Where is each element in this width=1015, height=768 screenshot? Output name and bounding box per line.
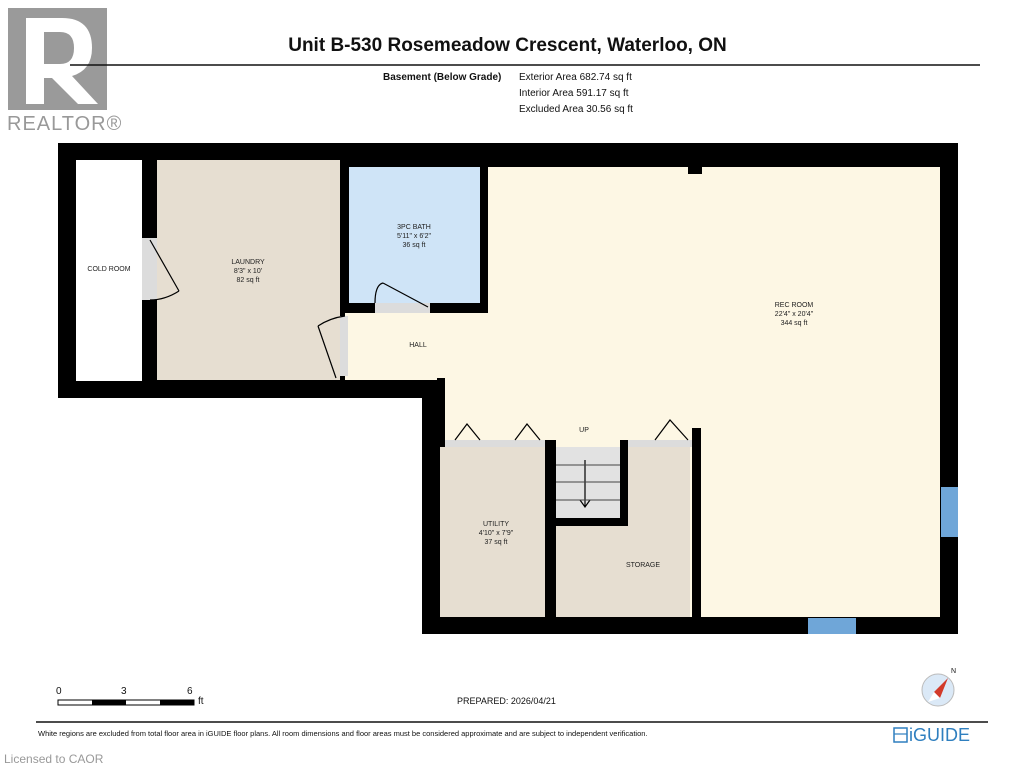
window <box>941 487 958 537</box>
hall-floor <box>345 313 490 380</box>
wall <box>480 160 488 313</box>
room-dims: 22'4" x 20'4" <box>774 311 814 318</box>
scale-bar <box>57 699 195 706</box>
window <box>808 618 856 634</box>
room-dims: 8'3" x 10' <box>233 268 263 275</box>
wall <box>340 303 375 313</box>
license-text: Licensed to CAOR <box>4 752 104 766</box>
wall <box>545 518 628 526</box>
scale-tick-3: 3 <box>121 686 127 697</box>
stairs-label: UP <box>579 426 589 435</box>
room-name: STORAGE <box>625 562 661 569</box>
wall <box>142 300 157 381</box>
room-label-bath: 3PC BATH 5'11" x 6'2" 36 sq ft <box>397 223 431 250</box>
realtor-logo-text: REALTOR® <box>7 113 123 135</box>
room-area: 82 sq ft <box>236 277 260 284</box>
room-name: HALL <box>409 342 427 349</box>
room-label-hall: HALL <box>409 341 427 350</box>
wall <box>545 440 556 617</box>
room-name: COLD ROOM <box>87 266 131 273</box>
room-name: REC ROOM <box>774 302 814 309</box>
wall <box>688 166 702 174</box>
stairs-up: UP <box>579 427 589 434</box>
wall <box>340 160 349 313</box>
room-area: 37 sq ft <box>484 539 508 546</box>
room-name: 3PC BATH <box>397 224 431 231</box>
wall <box>437 378 445 440</box>
room-name: UTILITY <box>482 521 510 528</box>
compass-north-label: N <box>951 668 957 675</box>
room-name: LAUNDRY <box>231 259 265 266</box>
room-dims: 5'11" x 6'2" <box>397 233 431 240</box>
room-label-laundry: LAUNDRY 8'3" x 10' 82 sq ft <box>231 258 264 285</box>
wall <box>620 440 628 526</box>
realtor-logo <box>8 8 107 110</box>
floor-name: Basement (Below Grade) <box>383 72 502 83</box>
wall <box>142 160 157 238</box>
exterior-area: Exterior Area 682.74 sq ft <box>519 72 632 83</box>
door-swings <box>149 239 689 509</box>
wall <box>430 303 488 313</box>
room-label-rec-room: REC ROOM 22'4" x 20'4" 344 sq ft <box>775 301 814 328</box>
door-threshold <box>340 316 348 376</box>
iguide-brand: iGUIDE <box>909 725 971 745</box>
room-label-cold-room: COLD ROOM <box>87 265 130 274</box>
scale-unit: ft <box>198 696 204 707</box>
scale-tick-6: 6 <box>187 686 193 697</box>
room-area: 344 sq ft <box>780 320 808 327</box>
room-area: 36 sq ft <box>402 242 426 249</box>
door-threshold <box>142 238 157 300</box>
iguide-logo-icon <box>893 727 908 743</box>
stair-treads <box>556 464 620 501</box>
prepared-date: PREPARED: 2026/04/21 <box>457 696 556 706</box>
room-dims: 4'10" x 7'9" <box>478 530 514 537</box>
door-threshold <box>445 440 545 447</box>
page-title: Unit B-530 Rosemeadow Crescent, Waterloo… <box>288 35 727 56</box>
door-threshold <box>628 440 692 447</box>
interior-area: Interior Area 591.17 sq ft <box>519 88 629 99</box>
room-label-storage: STORAGE <box>626 561 660 570</box>
hall-lower-floor <box>445 378 703 440</box>
cold-room-floor <box>76 160 142 381</box>
compass-icon <box>921 673 955 707</box>
excluded-area: Excluded Area 30.56 sq ft <box>519 104 633 115</box>
room-label-utility: UTILITY 4'10" x 7'9" 37 sq ft <box>479 520 514 547</box>
bath-floor <box>349 167 480 303</box>
disclaimer: White regions are excluded from total fl… <box>38 729 648 738</box>
laundry-floor <box>157 160 340 380</box>
door-threshold <box>375 303 430 313</box>
scale-tick-0: 0 <box>56 686 62 697</box>
stairs-floor <box>556 447 620 519</box>
utility-floor <box>440 447 545 617</box>
wall <box>692 428 701 617</box>
